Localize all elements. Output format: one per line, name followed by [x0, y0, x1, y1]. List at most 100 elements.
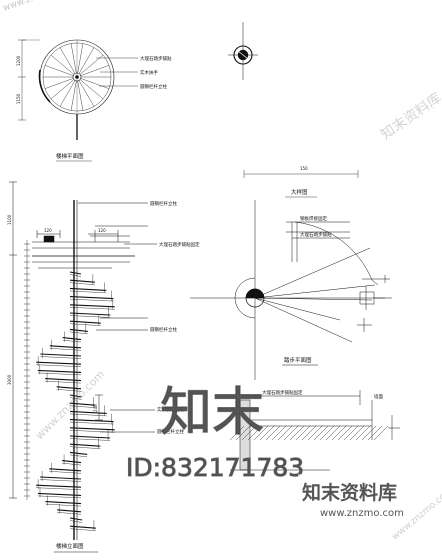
elevation-tread	[69, 419, 114, 423]
watermark-url-top: www.znzmo.com	[2, 0, 76, 14]
plan-tread-line	[70, 80, 77, 111]
wall-hatch-line	[319, 425, 335, 441]
plan-callout-2: 实木扶手	[140, 69, 158, 76]
plan-tread-line	[44, 65, 74, 76]
elevation-tread	[69, 410, 107, 414]
elev-callout-4: 实木扶手固定	[157, 406, 184, 413]
watermark-brand-side: 知末资料库	[378, 89, 442, 143]
elevation-tread	[40, 353, 82, 357]
elevation-tread	[69, 279, 95, 283]
elevation-tread	[69, 287, 107, 291]
plan-tread-line	[70, 43, 77, 74]
elevation-tread	[69, 312, 111, 316]
elevation-tread	[62, 460, 82, 464]
plan-tread-line	[79, 54, 104, 75]
elevation-tread	[40, 476, 82, 480]
elev-callout-5: 圆钢栏杆立柱	[157, 428, 184, 435]
elevation-tread-edge	[45, 503, 82, 507]
plan-tread-line	[59, 47, 76, 74]
elevation-tread-edge	[49, 471, 82, 474]
elevation-tread-edge	[69, 405, 96, 408]
elev-dim-total-upper: 1100	[7, 214, 12, 225]
wall-hatch-line	[331, 425, 347, 441]
wall-hatch-line	[313, 425, 329, 441]
watermark-site-backdrop	[298, 474, 442, 520]
elevation-dimension-ticks	[24, 243, 30, 497]
elev-callout-2: 大理石踏步铺贴固定	[159, 241, 200, 248]
plan-tread-lines	[43, 43, 111, 111]
elevation-tread	[69, 304, 115, 308]
wall-hatch-line	[301, 425, 317, 441]
elevation-tread	[69, 271, 82, 275]
elevation-tread-edge	[37, 372, 82, 376]
tread-detail-view	[190, 200, 392, 380]
elevation-tread	[57, 509, 82, 513]
detail-callout-2: 大理石踏步铺贴	[300, 231, 332, 238]
stair-plan-view	[18, 39, 138, 162]
elevation-tread	[37, 492, 82, 496]
elevation-tread	[69, 328, 88, 332]
plan-tread-line	[78, 47, 95, 74]
watermark-layer: www.znzmo.com www.znzmo.com 知末资料库 知末 ID:…	[2, 0, 442, 542]
elevation-tread	[45, 501, 82, 505]
elevation-tread-edge	[57, 512, 82, 515]
wall-hatch-line	[247, 425, 263, 441]
section-view-title: 踏步平面图	[284, 356, 312, 364]
elevation-tread	[36, 361, 82, 365]
elevation-tread	[69, 320, 101, 324]
elevation-tread-edge	[69, 520, 83, 523]
elevation-tread-edge	[69, 307, 115, 310]
section-callout-1: 大理石踏步铺贴固定	[262, 389, 303, 396]
wall-hatch-line	[229, 425, 245, 441]
detail-title-block	[243, 170, 359, 198]
elevation-tread	[69, 525, 96, 529]
elevation-tread-edge	[69, 298, 114, 302]
elevation-tread-edge	[69, 421, 114, 425]
detail-callout-1: 钢板焊接固定	[300, 215, 327, 222]
elevation-tread	[49, 345, 82, 349]
elevation-tread	[69, 435, 111, 439]
plan-dim-lower: 1150	[16, 93, 21, 104]
elevation-view-title: 楼梯立面图	[56, 542, 84, 550]
elevation-tread-edge	[62, 339, 82, 343]
elevation-tread	[37, 369, 82, 373]
elevation-tread	[69, 443, 101, 447]
elev-callout-1: 圆钢栏杆立柱	[150, 200, 177, 207]
plan-callout-1: 大理石踏步铺贴	[140, 55, 172, 62]
plan-tread-line	[78, 80, 95, 107]
wall-hatch-line	[295, 425, 311, 441]
elevation-tread-edge	[69, 438, 111, 441]
elev-dim-top-b: 120	[98, 228, 106, 233]
stair-elevation-view	[9, 181, 157, 553]
wall-hatch-line	[307, 425, 323, 441]
column-section-symbol	[228, 22, 258, 80]
elevation-tread	[62, 337, 82, 341]
plan-tread-line	[50, 54, 75, 75]
wall-hatch-line	[289, 425, 305, 441]
elevation-tread-edge	[62, 462, 82, 466]
elevation-tread-edge	[69, 331, 88, 335]
wall-hatch-line	[325, 425, 341, 441]
elevation-tread-edge	[69, 290, 107, 294]
plan-view-title: 楼梯平面图	[56, 152, 84, 160]
elevation-tread-edge	[69, 323, 101, 326]
wall-hatch	[229, 425, 389, 441]
elevation-tread-edge	[36, 487, 82, 490]
wall-hatch-line	[373, 425, 389, 441]
watermark-brand-large: 知末	[160, 383, 264, 443]
plan-tread-line	[79, 79, 104, 100]
wall-hatch-line	[265, 425, 281, 441]
elevation-tread-edge	[69, 282, 95, 285]
elevation-tread	[69, 517, 83, 521]
elevation-tread	[69, 402, 96, 406]
wall-hatch-line	[349, 425, 365, 441]
elevation-tread	[36, 484, 82, 488]
plan-tread-line	[77, 43, 84, 74]
elevation-tread-edge	[69, 454, 88, 458]
wall-hatch-line	[253, 425, 269, 441]
wall-hatch-line	[361, 425, 377, 441]
elevation-tread	[49, 468, 82, 472]
detail-dim-width: 150	[300, 166, 308, 171]
